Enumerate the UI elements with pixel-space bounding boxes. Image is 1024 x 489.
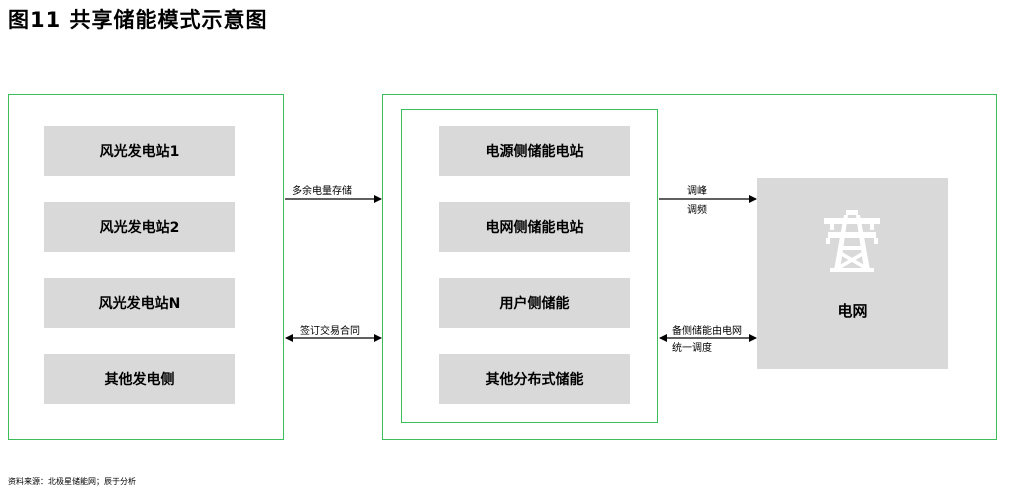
label-surplus: 多余电量存储 xyxy=(292,186,352,197)
storage-box-user-side: 用户侧储能 xyxy=(439,278,630,328)
storage-box-source-side: 电源侧储能电站 xyxy=(439,126,630,176)
label-dispatch-1: 备侧储能由电网 xyxy=(672,326,742,337)
grid-label: 电网 xyxy=(837,302,868,320)
storage-box-grid-side: 电网侧储能电站 xyxy=(439,202,630,252)
grid-box: 电网 xyxy=(757,178,948,369)
label-contract: 签订交易合同 xyxy=(300,326,360,337)
page-title: 图11 共享储能模式示意图 xyxy=(8,8,268,32)
generator-box-n: 风光发电站N xyxy=(44,278,235,328)
generator-box-1: 风光发电站1 xyxy=(44,126,235,176)
storage-inner-frame xyxy=(401,109,658,423)
label-dispatch-2: 统一调度 xyxy=(672,343,712,354)
power-tower-icon xyxy=(824,210,880,272)
storage-outer-frame xyxy=(382,94,997,440)
generator-frame xyxy=(8,94,284,440)
generator-box-other: 其他发电侧 xyxy=(44,354,235,404)
label-regulate-2: 调频 xyxy=(687,205,707,216)
source-note: 资料来源：北极星储能网；辰于分析 xyxy=(8,477,136,486)
generator-box-2: 风光发电站2 xyxy=(44,202,235,252)
storage-box-distributed: 其他分布式储能 xyxy=(439,354,630,404)
label-regulate-1: 调峰 xyxy=(687,186,707,197)
